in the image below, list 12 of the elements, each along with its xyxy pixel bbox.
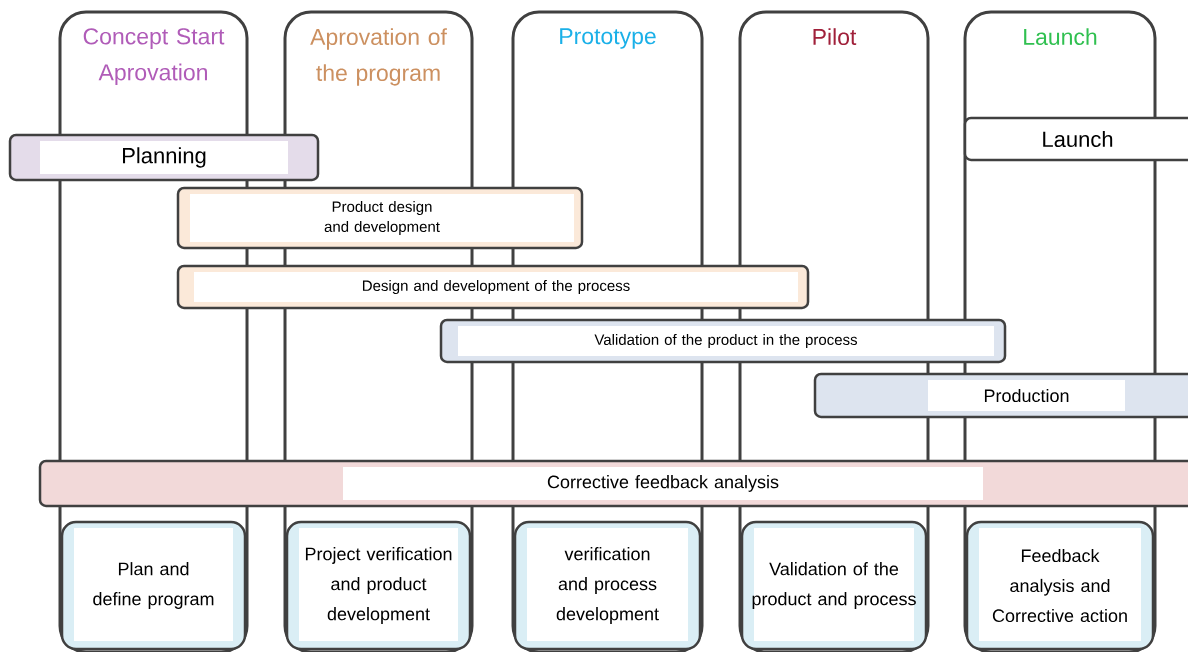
bar: Planning (8, 133, 320, 182)
stage-box: Feedback analysis and Corrective action (965, 520, 1155, 651)
stage-box: Project verification and product development (285, 520, 472, 651)
bar: Validation of the product in the process (439, 318, 1007, 364)
stage-box: Validation of the product and process (740, 520, 928, 651)
bar: Launch (963, 116, 1188, 162)
bar: Product design and development (176, 186, 584, 250)
stage-box: Plan and define program (60, 520, 247, 651)
stage-box: verification and process development (513, 520, 702, 651)
bar: Design and development of the process (176, 264, 810, 310)
bar: Production (813, 372, 1188, 419)
bar: Corrective feedback analysis (38, 459, 1188, 508)
